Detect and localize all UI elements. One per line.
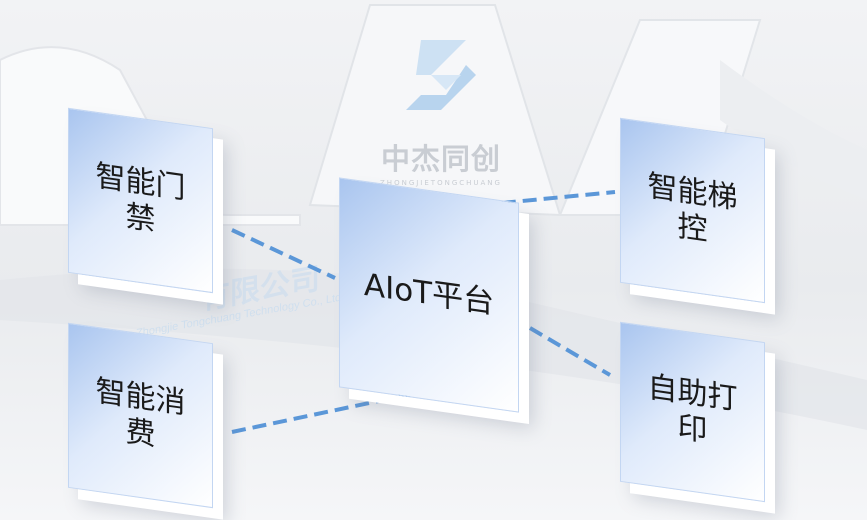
link-print: [528, 326, 612, 377]
node-smart-door: 智能门禁: [68, 107, 213, 294]
node-print-label: 自助打印: [647, 369, 738, 450]
node-door-label: 智能门禁: [95, 158, 186, 238]
logo-en-text: ZHONGJIETONGCHUANG: [380, 179, 502, 187]
link-door: [231, 228, 336, 280]
node-elevator-label: 智能梯控: [647, 168, 738, 248]
node-consume-label: 智能消费: [95, 373, 186, 453]
node-self-print: 自助打印: [620, 321, 765, 503]
node-smart-consume: 智能消费: [68, 322, 213, 509]
node-aiot-platform: AIoT平台: [339, 177, 519, 413]
node-aiot-label: AIoT平台: [363, 267, 495, 322]
logo-cn-text: 中杰同创: [380, 144, 501, 176]
node-smart-elevator: 智能梯控: [620, 117, 765, 304]
company-logo: 中杰同创 ZHONGJIETONGCHUANG: [356, 30, 526, 187]
logo-mark-icon: [406, 40, 476, 110]
